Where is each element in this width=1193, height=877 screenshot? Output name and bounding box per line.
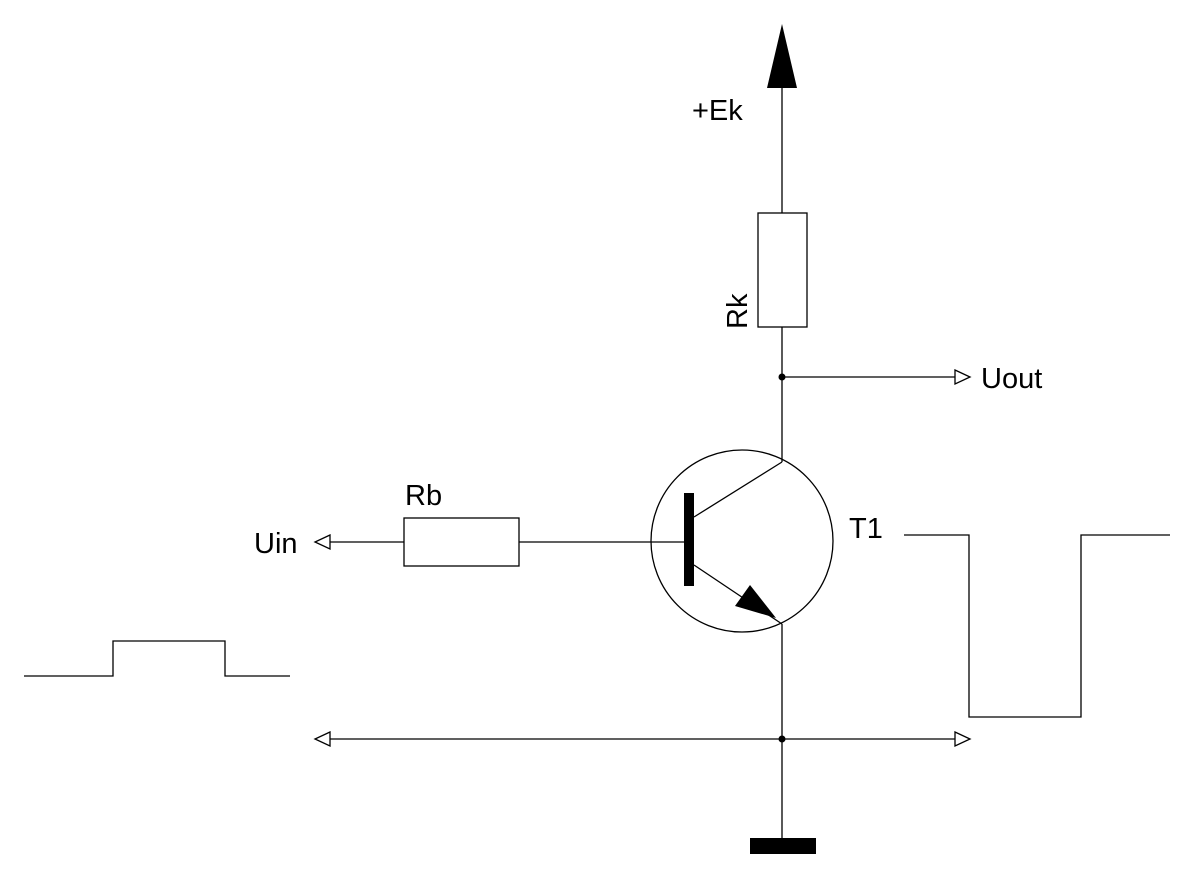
input-terminal: Uin [254,528,404,560]
output-pulse-waveform [904,534,1170,718]
transistor-label: T1 [849,513,883,545]
collector-lead [693,461,783,518]
base-resistor: Rb [403,480,688,567]
supply-arrow-icon [767,24,797,88]
ground-symbol-icon [750,838,816,854]
base-bar [684,493,694,586]
common-rail [313,730,972,748]
output-terminal: Uout [778,363,1042,395]
supply-rail: +Ek [692,24,797,213]
transistor-t1: T1 [650,449,883,633]
collector-resistor: Rk [722,212,808,462]
input-pulse-waveform [24,640,290,677]
common-right-arrow-icon [954,730,972,748]
output-label: Uout [981,363,1042,395]
output-arrow-icon [954,368,972,386]
base-resistor-label: Rb [405,480,442,512]
emitter-arrow-icon [735,585,776,618]
input-arrow-icon [313,533,331,551]
input-label: Uin [254,528,298,560]
common-left-arrow-icon [313,730,331,748]
supply-label: +Ek [692,95,743,127]
collector-resistor-label: Rk [722,293,754,329]
